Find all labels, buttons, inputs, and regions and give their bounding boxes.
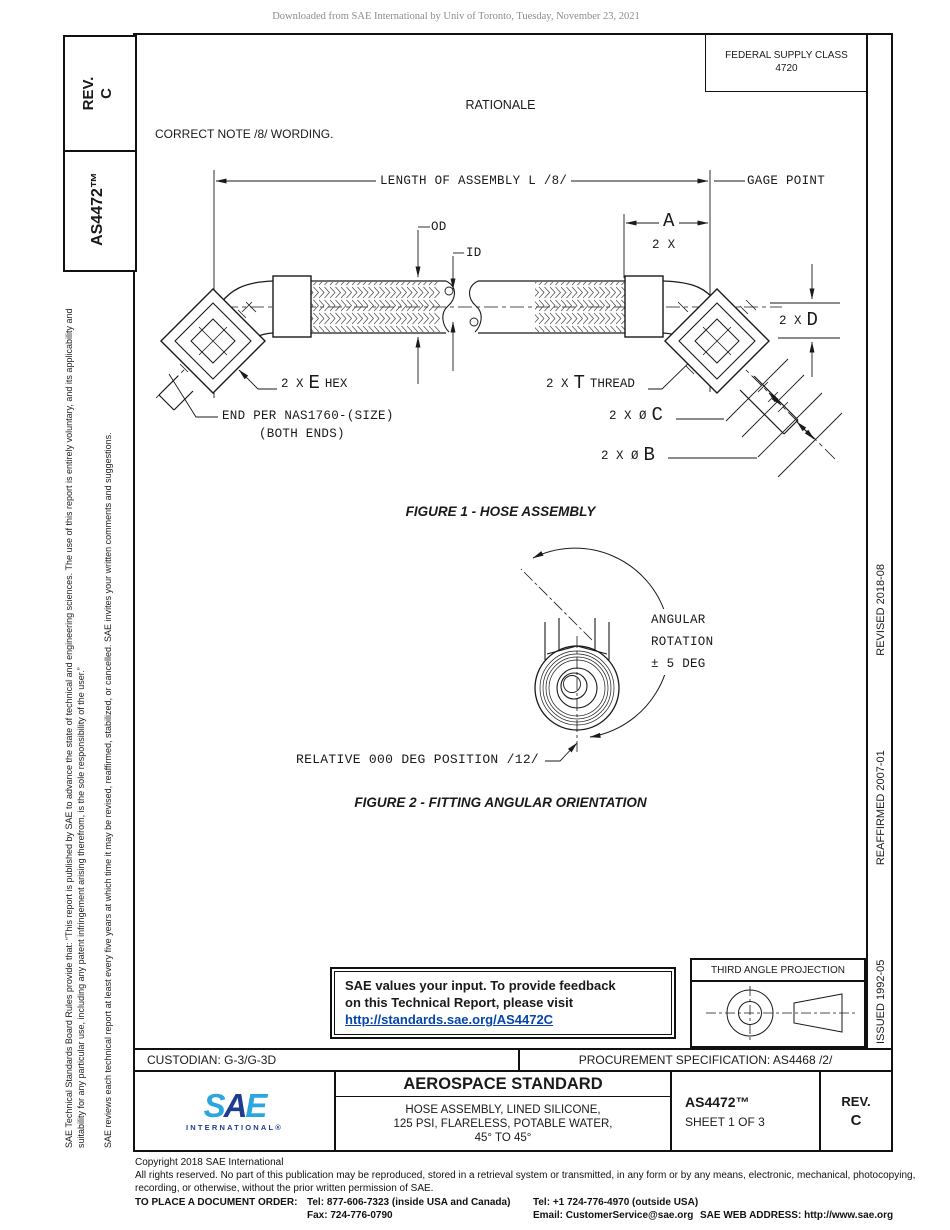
reaffirmed-date: REAFFIRMED 2007-01 — [875, 750, 887, 866]
fax-number: Fax: 724-776-0790 — [307, 1210, 393, 1221]
subtitle-line1: HOSE ASSEMBLY, LINED SILICONE, — [405, 1103, 601, 1116]
disclaimer-paragraph-1: SAE Technical Standards Board Rules prov… — [64, 308, 86, 1148]
tel-outside: Tel: +1 724-776-4970 (outside USA) — [533, 1197, 699, 1208]
email-address: Email: CustomerService@sae.org — [533, 1210, 694, 1221]
tel-inside: Tel: 877-606-7323 (inside USA and Canada… — [307, 1197, 511, 1208]
rev-cell-label: REV. — [841, 1093, 871, 1109]
rev-cell: REV. C — [821, 1072, 891, 1150]
title-cell: AEROSPACE STANDARD HOSE ASSEMBLY, LINED … — [336, 1072, 672, 1150]
rev-cell-value: C — [850, 1111, 862, 1129]
rev-value: C — [98, 88, 115, 99]
angular-line3: ± 5 DEG — [651, 657, 706, 671]
sae-logo-s: S — [203, 1086, 226, 1124]
id-label: ID — [466, 246, 482, 260]
dim-a-label: A — [659, 212, 679, 231]
issued-column-divider — [866, 33, 868, 1048]
figure1-caption: FIGURE 1 - HOSE ASSEMBLY — [405, 504, 596, 519]
od-label: OD — [431, 220, 447, 234]
dia-b-letter: B — [643, 444, 655, 466]
info-row: CUSTODIAN: G-3/G-3D PROCUREMENT SPECIFIC… — [133, 1048, 893, 1072]
relative-position-label: RELATIVE 000 DEG POSITION /12/ — [296, 752, 540, 767]
dia-b-label: 2 X Ø B — [601, 446, 655, 465]
rev-box-text: REV. C — [66, 37, 130, 150]
end-note-line1: END PER NAS1760-(SIZE) — [222, 409, 394, 423]
rights-line1: All rights reserved. No part of this pub… — [135, 1170, 916, 1181]
document-type-heading: AEROSPACE STANDARD — [336, 1072, 670, 1097]
copyright-line: Copyright 2018 SAE International — [135, 1157, 284, 1168]
hex-qty: 2 X — [281, 376, 304, 391]
feedback-box-inner: SAE values your input. To provide feedba… — [334, 971, 672, 1035]
sae-logo-subtext: INTERNATIONAL® — [185, 1122, 283, 1132]
doc-number-box — [63, 150, 137, 272]
end-note-line2: (BOTH ENDS) — [259, 427, 345, 441]
third-angle-projection-box: THIRD ANGLE PROJECTION — [690, 958, 866, 1048]
figure2-caption: FIGURE 2 - FITTING ANGULAR ORIENTATION — [354, 795, 647, 810]
third-angle-projection-title: THIRD ANGLE PROJECTION — [692, 960, 864, 982]
feedback-link[interactable]: http://standards.sae.org/AS4472C — [345, 1012, 554, 1027]
rights-line2: recording, or otherwise, without the pri… — [135, 1183, 434, 1194]
length-of-assembly-label: LENGTH OF ASSEMBLY L /8/ — [376, 174, 572, 188]
thread-suffix: THREAD — [589, 376, 635, 391]
hex-dim-label: 2 X E HEX — [281, 374, 347, 393]
dia-b-qty: 2 X Ø — [601, 448, 639, 463]
thread-qty: 2 X — [546, 376, 569, 391]
federal-supply-class-box: FEDERAL SUPPLY CLASS 4720 — [705, 33, 868, 92]
dim-a-qty-label: 2 X — [652, 238, 676, 252]
doc-number-box-text: AS4472™ — [66, 152, 130, 266]
document-subtitle: HOSE ASSEMBLY, LINED SILICONE, 125 PSI, … — [336, 1097, 670, 1150]
dim-d-label: 2 X D — [776, 311, 821, 330]
sae-logo-e: E — [245, 1086, 267, 1124]
custodian-cell: CUSTODIAN: G-3/G-3D — [135, 1050, 520, 1070]
thread-letter: T — [573, 372, 585, 394]
sae-logo: SAE — [204, 1089, 268, 1122]
feedback-box: SAE values your input. To provide feedba… — [330, 967, 676, 1039]
angular-rotation-label: ANGULAR ROTATION ± 5 DEG — [649, 609, 716, 675]
revised-date: REVISED 2018-08 — [875, 564, 887, 656]
hex-suffix: HEX — [324, 376, 348, 391]
doc-number-vertical: AS4472™ — [89, 172, 106, 246]
angular-line1: ANGULAR — [651, 613, 706, 627]
hex-letter: E — [308, 372, 320, 394]
doc-number-cell: AS4472™ SHEET 1 OF 3 — [672, 1072, 821, 1150]
sae-logo-cell: SAE INTERNATIONAL® — [135, 1072, 336, 1150]
rationale-body: CORRECT NOTE /8/ WORDING. — [155, 127, 334, 141]
procurement-cell: PROCUREMENT SPECIFICATION: AS4468 /2/ — [578, 1053, 833, 1067]
rationale-title: RATIONALE — [465, 98, 536, 112]
thread-dim-label: 2 X T THREAD — [546, 374, 635, 393]
subtitle-line2: 125 PSI, FLARELESS, POTABLE WATER, — [393, 1117, 613, 1130]
disclaimer-paragraph-2: SAE reviews each technical report at lea… — [103, 432, 113, 1148]
feedback-line1: SAE values your input. To provide feedba… — [345, 978, 616, 993]
dim-d-letter: D — [806, 309, 818, 331]
dia-c-label: 2 X Ø C — [609, 406, 663, 425]
subtitle-line3: 45° TO 45° — [474, 1131, 532, 1144]
feedback-line2: on this Technical Report, please visit — [345, 995, 574, 1010]
federal-supply-class-label: FEDERAL SUPPLY CLASS — [725, 50, 848, 61]
dia-c-qty: 2 X Ø — [609, 408, 647, 423]
download-notice: Downloaded from SAE International by Uni… — [272, 11, 640, 22]
revision-history-column: ISSUED 1992-05 REAFFIRMED 2007-01 REVISE… — [869, 564, 893, 1044]
dia-c-letter: C — [651, 404, 663, 426]
dim-d-qty: 2 X — [779, 313, 802, 328]
title-block: SAE INTERNATIONAL® AEROSPACE STANDARD HO… — [133, 1070, 893, 1152]
issued-date: ISSUED 1992-05 — [875, 959, 887, 1044]
gage-point-label: GAGE POINT — [747, 174, 826, 188]
sheet-number: SHEET 1 OF 3 — [685, 1114, 765, 1129]
federal-supply-class-value: 4720 — [775, 63, 798, 74]
doc-number: AS4472™ — [685, 1093, 750, 1110]
rev-label: REV. — [80, 76, 97, 111]
web-address: SAE WEB ADDRESS: http://www.sae.org — [700, 1210, 894, 1221]
order-label: TO PLACE A DOCUMENT ORDER: — [135, 1197, 298, 1208]
sae-logo-a: A — [223, 1086, 248, 1124]
angular-line2: ROTATION — [651, 635, 714, 649]
third-angle-projection-icon — [706, 986, 858, 1040]
